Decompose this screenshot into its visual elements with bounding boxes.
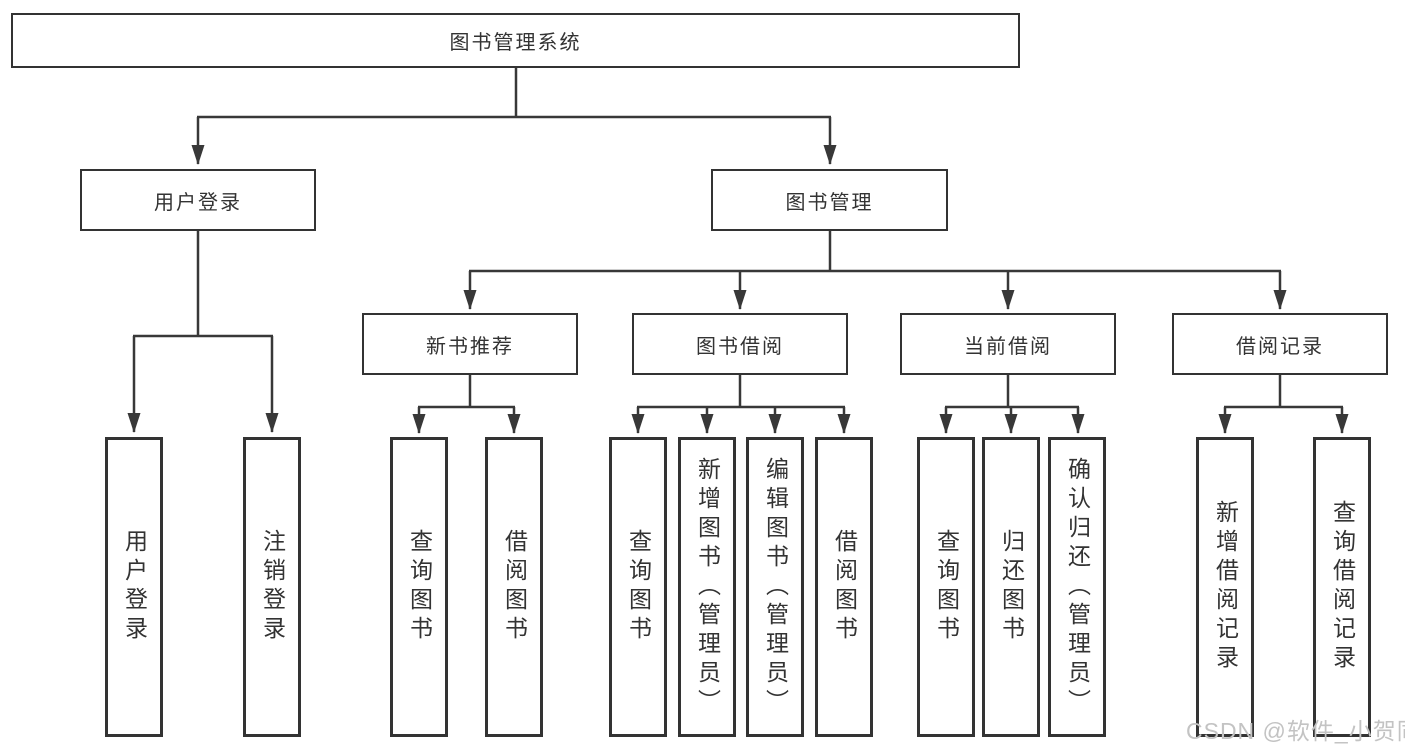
leaf-add-borrow-record: 新增借阅记录 <box>1196 437 1254 737</box>
leaf-edit-book-admin: 编辑图书（管理员） <box>746 437 804 737</box>
node-current-borrowing: 当前借阅 <box>900 313 1116 375</box>
leaf-logout: 注销登录 <box>243 437 301 737</box>
node-book-borrowing: 图书借阅 <box>632 313 848 375</box>
leaf-query-borrow-record: 查询借阅记录 <box>1313 437 1371 737</box>
connector-user-login-children <box>127 231 279 433</box>
leaf-borrow-books-recommend: 借阅图书 <box>485 437 543 737</box>
connector-current-borrowing-children <box>939 375 1085 434</box>
leaf-query-books-current: 查询图书 <box>917 437 975 737</box>
connector-new-book-recommend-children <box>412 375 521 434</box>
leaf-user-login: 用户登录 <box>105 437 163 737</box>
connector-borrowing-records-children <box>1218 375 1349 434</box>
node-root-system: 图书管理系统 <box>11 13 1020 68</box>
leaf-confirm-return-admin: 确认归还（管理员） <box>1048 437 1106 737</box>
connector-book-management-modules <box>463 231 1287 310</box>
csdn-watermark: CSDN @软件_小贺同学 <box>1186 718 1405 744</box>
leaf-borrow-books-borrowing: 借阅图书 <box>815 437 873 737</box>
connector-book-borrowing-children <box>631 375 851 434</box>
leaf-return-books: 归还图书 <box>982 437 1040 737</box>
node-book-management: 图书管理 <box>711 169 948 231</box>
connector-root-to-level2 <box>191 68 837 165</box>
node-new-book-recommend: 新书推荐 <box>362 313 578 375</box>
leaf-add-book-admin: 新增图书（管理员） <box>678 437 736 737</box>
leaf-query-books-recommend: 查询图书 <box>390 437 448 737</box>
node-user-login: 用户登录 <box>80 169 316 231</box>
leaf-query-books-borrowing: 查询图书 <box>609 437 667 737</box>
node-borrowing-records: 借阅记录 <box>1172 313 1388 375</box>
